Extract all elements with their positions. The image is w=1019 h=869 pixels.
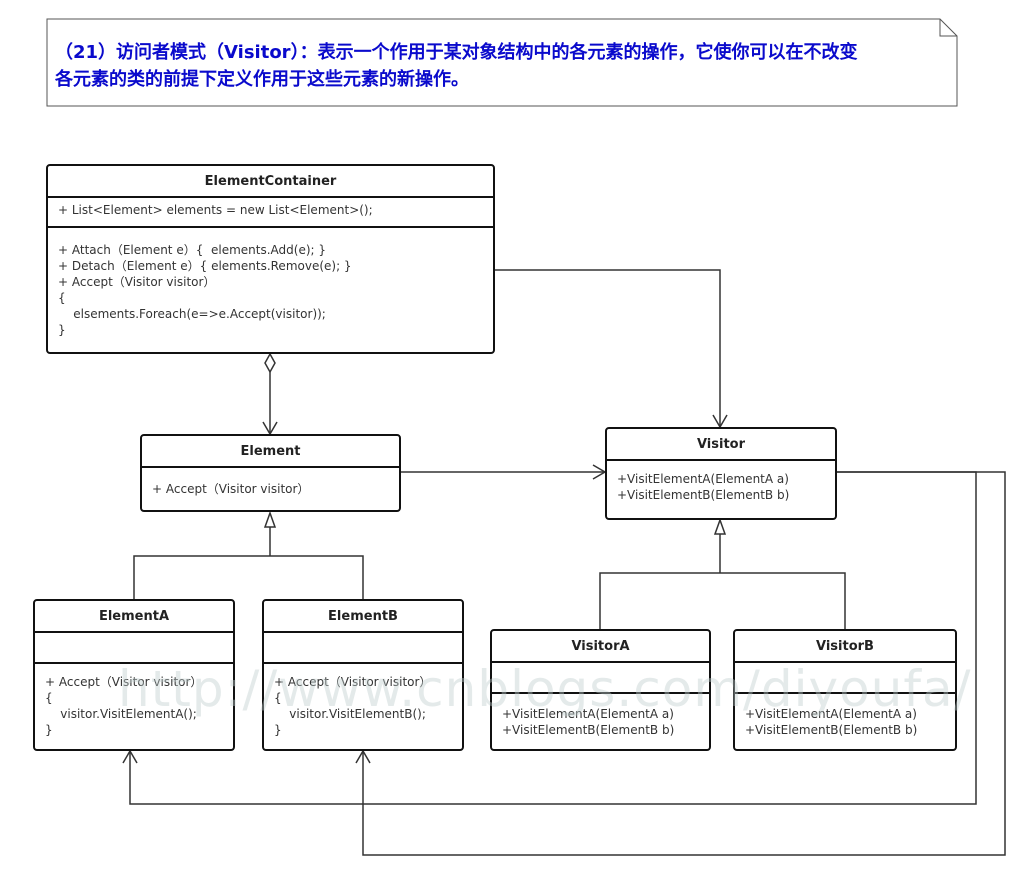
element-b-inheritance-line: [270, 555, 364, 600]
operation-line: {: [274, 691, 282, 705]
operation-line: {: [45, 691, 53, 705]
operation-line: + Attach（Element e）{ elements.Add(e); }: [58, 243, 326, 257]
visitor-a-inheritance-line: [599, 572, 720, 630]
operation-line: }: [45, 723, 53, 737]
operation-line: + Accept（Visitor visitor）: [274, 675, 432, 689]
operation-line: {: [58, 291, 66, 305]
class-operations: + Attach（Element e）{ elements.Add(e); } …: [48, 228, 493, 344]
class-attributes: [35, 633, 233, 664]
visitor-b-inheritance-line: [720, 572, 846, 630]
visitor-to-element-b-line: [362, 471, 1006, 856]
operation-line: +VisitElementB(ElementB b): [617, 488, 790, 502]
note-line-2: 各元素的类的前提下定义作用于这些元素的新操作。: [55, 69, 469, 90]
visitor-to-element-b-arrowhead: [355, 749, 371, 764]
operation-line: +VisitElementA(ElementA a): [617, 472, 789, 486]
operation-line: elsements.Foreach(e=>e.Accept(visitor));: [58, 307, 326, 321]
operation-line: + Accept（Visitor visitor）: [152, 482, 310, 496]
class-name: ElementB: [264, 601, 462, 633]
class-element[interactable]: Element + Accept（Visitor visitor）: [140, 434, 401, 512]
element-inheritance-triangle: [263, 510, 277, 528]
class-visitor-a[interactable]: VisitorA +VisitElementA(ElementA a) +Vis…: [490, 629, 711, 751]
class-operations: +VisitElementA(ElementA a) +VisitElement…: [607, 461, 835, 509]
note-line-1: （21）访问者模式（Visitor）：表示一个作用于某对象结构中的各元素的操作，…: [55, 42, 858, 63]
class-attributes: [264, 633, 462, 664]
operation-line: + Accept（Visitor visitor）: [45, 675, 203, 689]
element-a-inheritance-line: [133, 555, 270, 600]
class-attributes: [735, 663, 955, 694]
class-operations: + Accept（Visitor visitor） { visitor.Visi…: [35, 664, 233, 744]
class-attributes: [492, 663, 709, 694]
class-name: ElementA: [35, 601, 233, 633]
operation-line: +VisitElementA(ElementA a): [745, 707, 917, 721]
operation-line: }: [58, 323, 66, 337]
operation-line: +VisitElementB(ElementB b): [745, 723, 918, 737]
operation-line: +VisitElementA(ElementA a): [502, 707, 674, 721]
operation-line: +VisitElementB(ElementB b): [502, 723, 675, 737]
operation-line: }: [274, 723, 282, 737]
note-text: （21）访问者模式（Visitor）：表示一个作用于某对象结构中的各元素的操作，…: [55, 39, 950, 93]
operation-line: + Accept（Visitor visitor）: [58, 275, 216, 289]
class-attributes: + List<Element> elements = new List<Elem…: [48, 198, 493, 228]
visitor-to-element-a-arrowhead: [122, 749, 138, 764]
class-name: ElementContainer: [48, 166, 493, 198]
class-name: VisitorA: [492, 631, 709, 663]
note: （21）访问者模式（Visitor）：表示一个作用于某对象结构中的各元素的操作，…: [47, 19, 957, 106]
class-name: VisitorB: [735, 631, 955, 663]
class-operations: + Accept（Visitor visitor） { visitor.Visi…: [264, 664, 462, 744]
operation-line: visitor.VisitElementA();: [45, 707, 197, 721]
class-element-a[interactable]: ElementA + Accept（Visitor visitor） { vis…: [33, 599, 235, 751]
class-operations: + Accept（Visitor visitor）: [142, 468, 399, 503]
class-name: Element: [142, 436, 399, 468]
attribute-line: + List<Element> elements = new List<Elem…: [58, 203, 373, 217]
container-to-visitor-line: [494, 269, 721, 427]
visitor-inheritance-triangle: [713, 517, 727, 535]
class-element-b[interactable]: ElementB + Accept（Visitor visitor） { vis…: [262, 599, 464, 751]
class-operations: +VisitElementA(ElementA a) +VisitElement…: [735, 694, 955, 744]
class-element-container[interactable]: ElementContainer + List<Element> element…: [46, 164, 495, 354]
aggregation-diamond: [264, 352, 276, 374]
class-name: Visitor: [607, 429, 835, 461]
note-shape: [46, 18, 958, 107]
class-visitor-b[interactable]: VisitorB +VisitElementA(ElementA a) +Vis…: [733, 629, 957, 751]
operation-line: visitor.VisitElementB();: [274, 707, 426, 721]
operation-line: + Detach（Element e）{ elements.Remove(e);…: [58, 259, 352, 273]
class-operations: +VisitElementA(ElementA a) +VisitElement…: [492, 694, 709, 744]
class-visitor[interactable]: Visitor +VisitElementA(ElementA a) +Visi…: [605, 427, 837, 520]
